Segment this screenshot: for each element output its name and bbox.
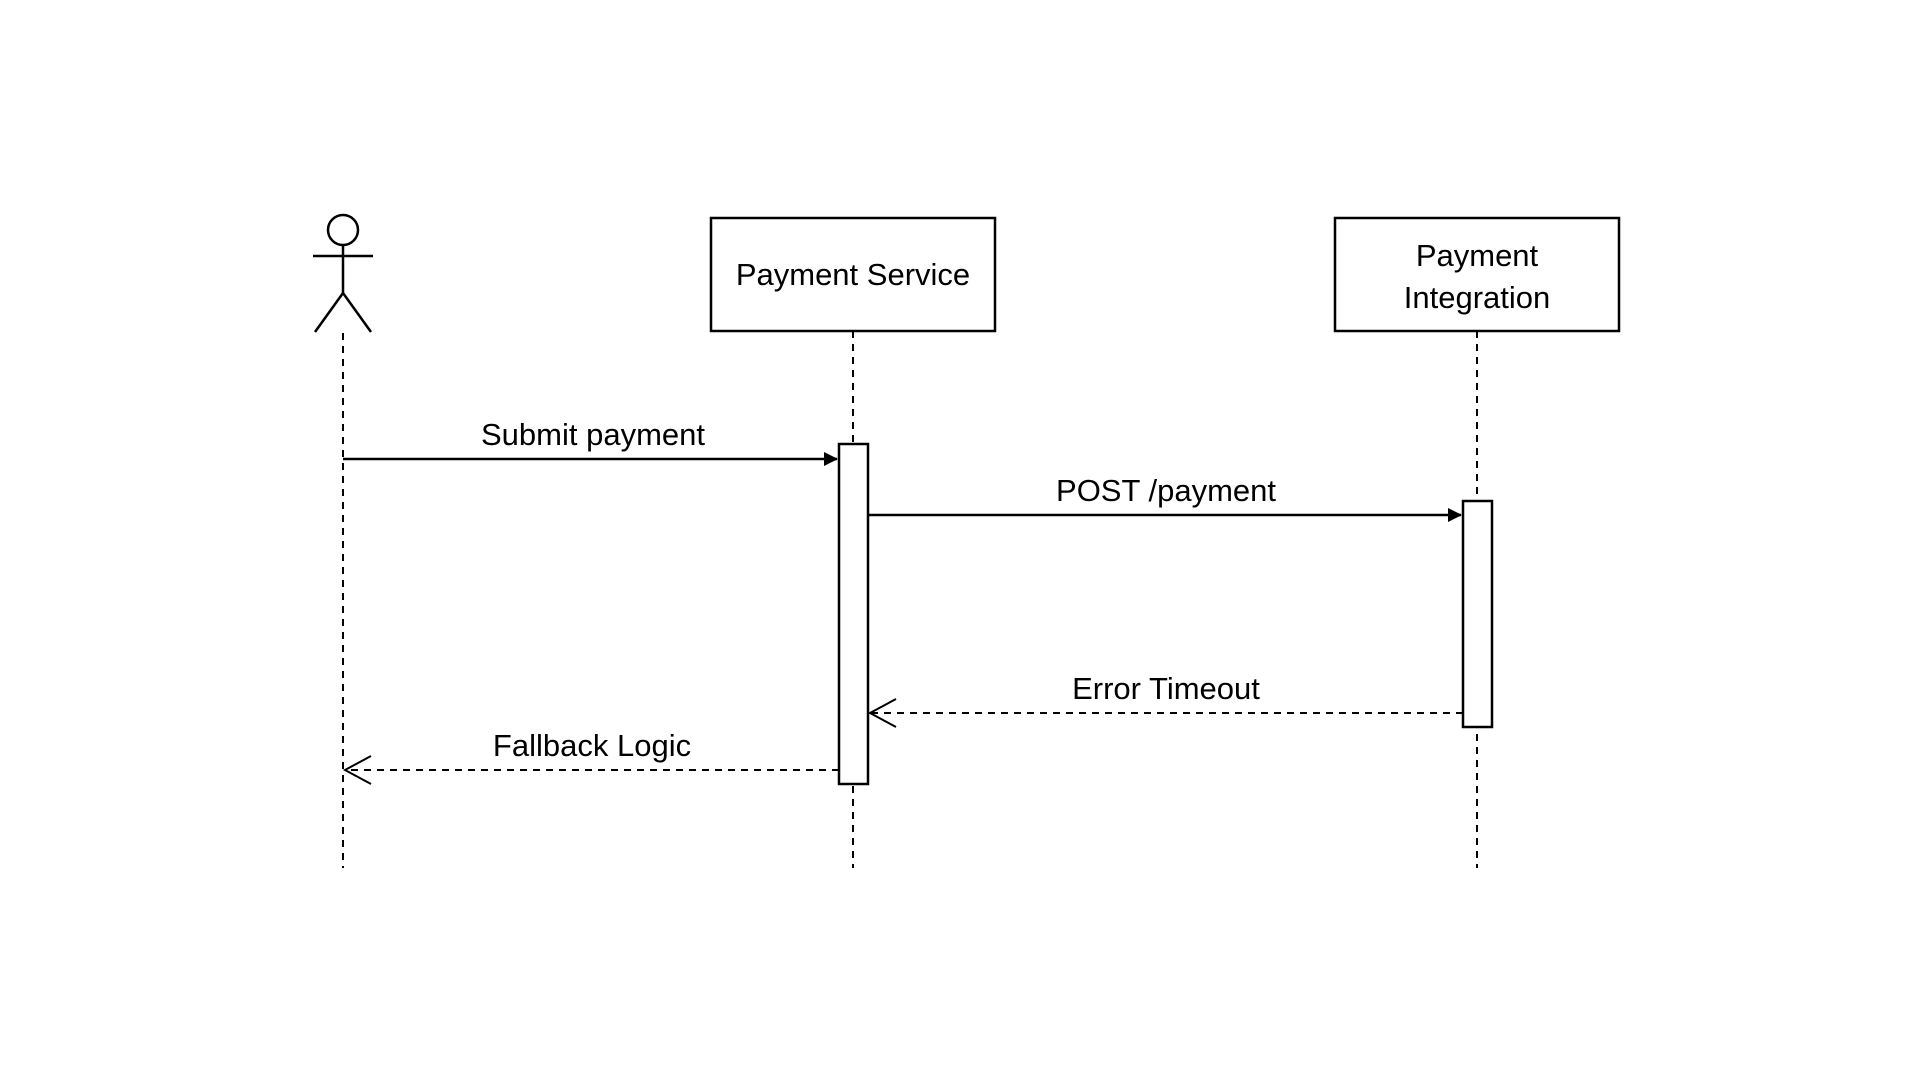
participant-box: [709, 216, 997, 333]
message-label: Error Timeout: [1072, 671, 1260, 706]
message-fallback-logic: Fallback Logic: [342, 728, 839, 785]
actor-head: [326, 213, 360, 247]
message-submit-payment: Submit payment: [343, 417, 838, 466]
actor-left-leg: [313, 292, 345, 333]
participant-label-line-2: Integration: [1404, 280, 1551, 315]
open-arrowhead-icon: [342, 755, 372, 785]
message-post-payment: POST /payment: [868, 473, 1462, 522]
activation-payment-service: [837, 442, 870, 786]
message-label: POST /payment: [1056, 473, 1276, 508]
participant-label: Payment Service: [736, 257, 970, 292]
participant-payment-integration: Payment Integration: [1333, 216, 1621, 333]
participant-payment-service: Payment Service: [709, 216, 997, 333]
actor-figure: [313, 213, 373, 333]
message-label: Submit payment: [481, 417, 705, 452]
open-arrowhead-icon: [867, 698, 897, 728]
message-label: Fallback Logic: [493, 728, 691, 763]
actor-right-leg: [341, 292, 373, 333]
activation-payment-integration: [1461, 499, 1494, 729]
participant-box: [1333, 216, 1621, 333]
participant-label-line-1: Payment: [1416, 238, 1539, 273]
message-error-timeout: Error Timeout: [867, 671, 1463, 728]
